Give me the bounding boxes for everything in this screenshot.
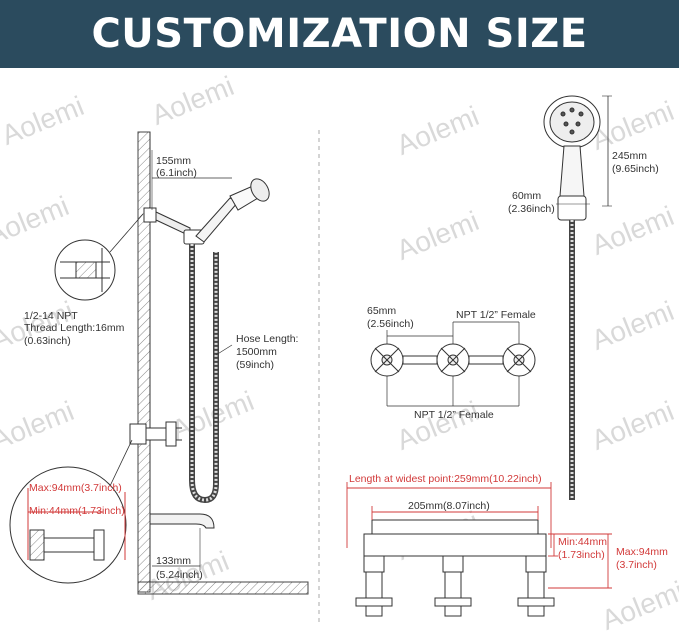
head-width-mm: 60mm [512, 190, 542, 202]
valve-detail [9, 439, 133, 584]
npt-bottom-label: NPT 1/2” Female [414, 409, 494, 421]
left-hose [189, 244, 219, 504]
thread-detail [54, 213, 144, 301]
arm-width-in: (6.1inch) [156, 167, 197, 179]
thread-length: Thread Length:16mm [24, 322, 125, 334]
valve-body-front [355, 519, 555, 617]
valve-handles [370, 343, 536, 377]
handle-spacing-in: (2.56inch) [367, 318, 414, 330]
title-banner: CUSTOMIZATION SIZE [0, 0, 679, 68]
head-height-in: (9.65inch) [612, 163, 659, 175]
centers-label: 205mm(8.07inch) [408, 500, 490, 512]
handheld-head [543, 95, 601, 221]
hose-length-in: (59inch) [236, 359, 274, 371]
right-max-mm: Max:94mm [616, 546, 668, 558]
thread-length-in: (0.63inch) [24, 335, 71, 347]
wall-shower-arm [143, 178, 270, 245]
left-min-label: Min:44mm(1.73inch) [29, 505, 125, 517]
wall [137, 131, 309, 595]
tub-spout [149, 513, 215, 529]
widest-length-label: Length at widest point:259mm(10.22inch) [349, 473, 542, 485]
right-min-in: (1.73inch) [558, 549, 605, 561]
spout-length-in: (5.24inch) [156, 569, 203, 581]
head-height-mm: 245mm [612, 150, 648, 162]
npt-top-label: NPT 1/2” Female [456, 309, 536, 321]
arm-width-mm: 155mm [156, 155, 192, 167]
page-title: CUSTOMIZATION SIZE [91, 11, 588, 57]
handle-spacing-mm: 65mm [367, 305, 397, 317]
thread-spec: 1/2-14 NPT [24, 310, 78, 322]
diverter-valve [129, 421, 182, 447]
spout-length-mm: 133mm [156, 555, 192, 567]
left-max-label: Max:94mm(3.7inch) [29, 482, 122, 494]
right-max-in: (3.7inch) [616, 559, 657, 571]
right-min-mm: Min:44mm [558, 536, 608, 548]
hose-length-label: Hose Length: [236, 333, 299, 345]
hose-length-mm: 1500mm [236, 346, 277, 358]
head-width-in: (2.36inch) [508, 203, 555, 215]
